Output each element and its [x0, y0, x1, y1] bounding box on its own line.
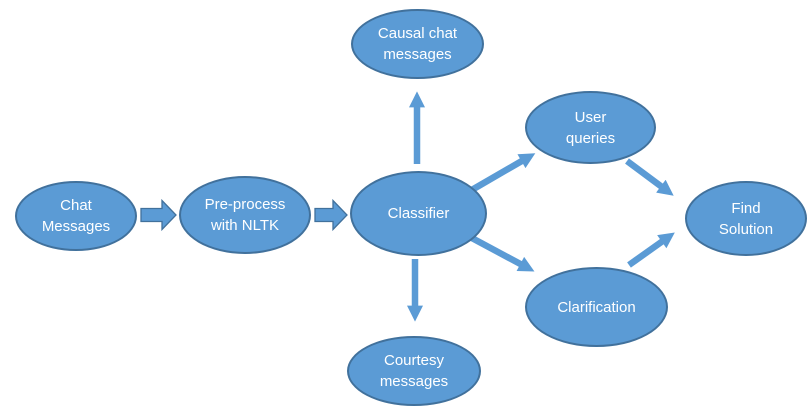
- node-label-line: Causal chat: [377, 25, 458, 42]
- connector-classifier-to-user-queries: [468, 153, 536, 194]
- node-label-line: Find: [731, 199, 761, 217]
- connector-clarification-to-find-solution: [627, 232, 675, 268]
- node-label-line: Chat: [60, 197, 92, 214]
- connector-chat-messages-to-preprocess: [140, 198, 177, 232]
- connector-user-queries-to-find-solution: [625, 158, 674, 196]
- node-label-line: Courtesy: [383, 352, 445, 369]
- node-label-line: Clarification: [557, 298, 636, 316]
- node-label-line: Solution: [718, 220, 774, 238]
- node-label-line: queries: [565, 129, 616, 147]
- node-chat-messages: Chat Messages: [15, 181, 137, 251]
- node-label-line: Messages: [41, 218, 111, 235]
- node-label-line: Pre-process: [204, 196, 286, 213]
- node-find-solution: Find Solution: [685, 181, 807, 256]
- node-user-queries: User queries: [525, 91, 656, 164]
- node-label-line: messages: [383, 46, 452, 63]
- node-label-line: User: [574, 108, 607, 126]
- connector-preprocess-to-classifier: [314, 198, 348, 232]
- connector-classifier-to-clarification: [468, 234, 535, 272]
- node-clarification: Clarification: [525, 267, 668, 347]
- node-courtesy-messages: Courtesy messages: [347, 336, 481, 406]
- node-classifier: Classifier: [350, 171, 487, 256]
- node-causal-chat-messages: Causal chat messages: [351, 9, 484, 79]
- node-preprocess: Pre-process with NLTK: [179, 176, 311, 254]
- node-label-line: messages: [379, 373, 449, 390]
- node-label-line: with NLTK: [210, 217, 280, 234]
- node-label-line: Classifier: [387, 205, 450, 222]
